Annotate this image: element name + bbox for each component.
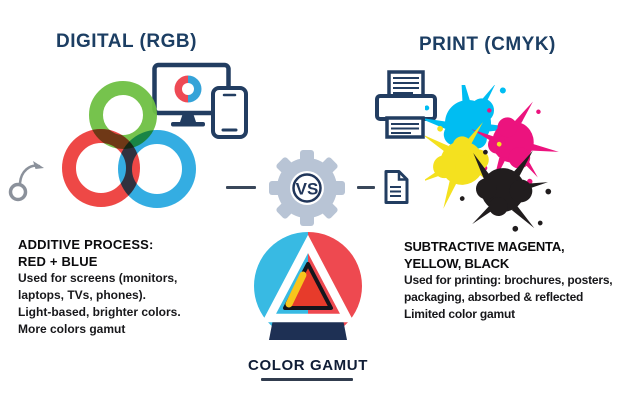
rgb-rings-icon — [62, 81, 196, 208]
rgb-heading-line2: RED + BLUE — [18, 254, 98, 269]
cmyk-body-line3: Limited color gamut — [404, 307, 515, 321]
rgb-body-line2: laptops, TVs, phones). — [18, 288, 147, 302]
cmyk-body-line1: Used for printing: brochures, posters, — [404, 273, 613, 287]
rgb-body-line3: Light-based, brighter colors. — [18, 305, 181, 319]
cmyk-body-line2: packaging, absorbed & reflected — [404, 290, 584, 304]
cmyk-heading-line2: YELLOW, BLACK — [404, 256, 510, 271]
vs-badge — [292, 173, 322, 203]
rgb-heading-line1: ADDITIVE PROCESS: — [18, 237, 154, 252]
vs-label: VS — [296, 180, 319, 199]
color-gamut-triangle-logo — [254, 232, 362, 340]
gear-icon: VS — [269, 150, 345, 226]
printer-icon — [375, 70, 437, 139]
cmyk-heading-line1: SUBTRACTIVE MAGENTA, — [404, 239, 565, 254]
dash-connector-left — [226, 186, 256, 189]
rgb-body-line4: More colors gamut — [18, 322, 126, 336]
logo-caption: COLOR GAMUT — [248, 357, 368, 374]
digital-rgb-title: DIGITAL (RGB) — [56, 31, 197, 52]
logo-underline — [261, 378, 353, 381]
cmyk-description-block: SUBTRACTIVE MAGENTA, YELLOW, BLACK Used … — [404, 238, 622, 323]
smartphone-icon — [211, 86, 248, 139]
monitor-screen-donut — [174, 75, 202, 103]
print-cmyk-title: PRINT (CMYK) — [419, 34, 556, 55]
dash-connector-right — [357, 186, 375, 189]
rgb-description-block: ADDITIVE PROCESS: RED + BLUE Used for sc… — [18, 236, 248, 338]
document-icon — [384, 170, 409, 204]
cmyk-splats-group — [425, 85, 574, 235]
curved-arrow-doodle-icon — [8, 161, 44, 202]
rgb-body-line1: Used for screens (monitors, — [18, 271, 178, 285]
